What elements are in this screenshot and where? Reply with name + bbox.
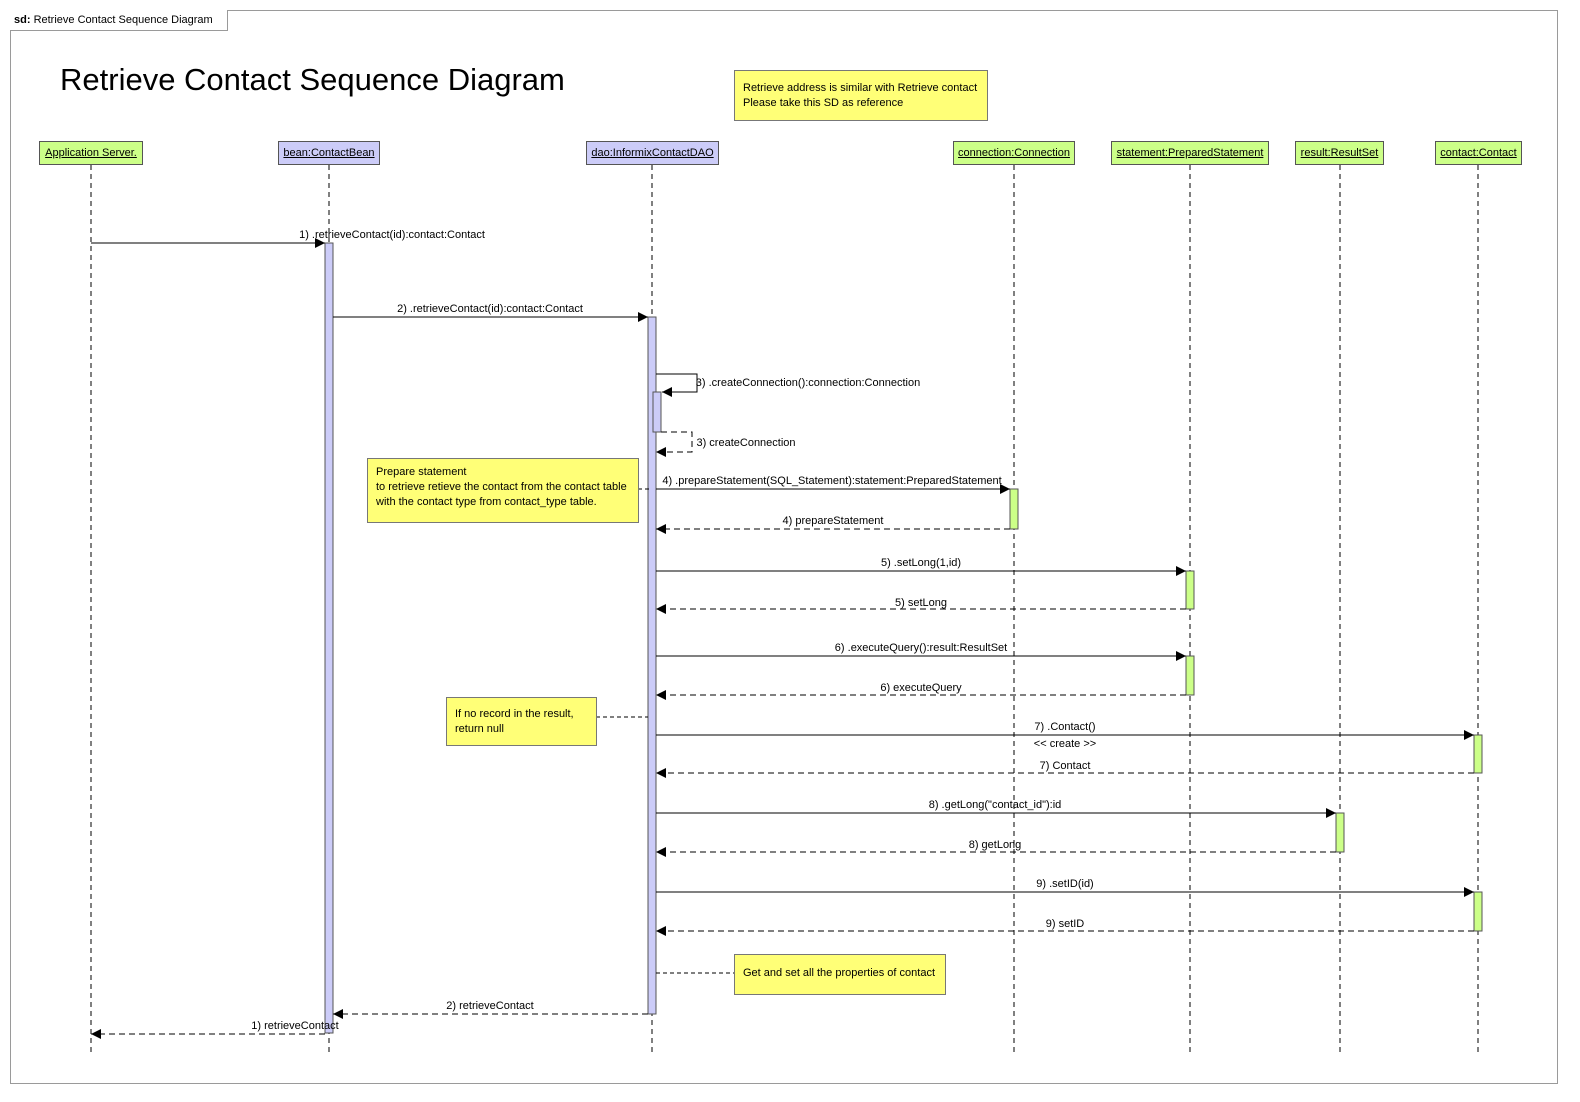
message-label-7-return: 7) Contact <box>1039 760 1091 772</box>
message-label-create: << create >> <box>1033 738 1097 750</box>
activation-dao-self <box>652 391 662 433</box>
note-connectors <box>596 488 735 974</box>
note-properties: Get and set all the properties of contac… <box>734 954 946 995</box>
message-arrows <box>91 238 1474 1039</box>
activation-contact-1 <box>1473 734 1483 774</box>
note-line: with the contact type from contact_type … <box>376 496 597 508</box>
lifeline-head-app[interactable]: Application Server. <box>39 141 143 165</box>
message-label-5: 5) .setLong(1,id) <box>880 557 962 569</box>
message-label-6: 6) .executeQuery():result:ResultSet <box>834 642 1008 654</box>
note-line: Retrieve address is similar with Retriev… <box>743 82 978 94</box>
arrow-msg-3-return <box>656 431 693 457</box>
note-line: to retrieve retieve the contact from the… <box>376 481 627 493</box>
note-line: If no record in the result, <box>455 708 574 720</box>
activation-bars <box>324 242 1483 1034</box>
activation-result <box>1335 812 1345 853</box>
activation-bean <box>324 242 334 1034</box>
lifeline-head-bean[interactable]: bean:ContactBean <box>278 141 380 165</box>
message-label-8: 8) .getLong("contact_id"):id <box>928 799 1062 811</box>
diagram-frame <box>10 10 1558 1084</box>
frame-tab: sd: Retrieve Contact Sequence Diagram <box>10 10 228 31</box>
note-line: Prepare statement <box>376 466 467 478</box>
lifeline-head-conn[interactable]: connection:Connection <box>953 141 1075 165</box>
lifeline-head-contact[interactable]: contact:Contact <box>1435 141 1522 165</box>
message-label-6-return: 6) executeQuery <box>880 682 962 694</box>
note-line: Please take this SD as reference <box>743 97 904 109</box>
activation-contact-2 <box>1473 891 1483 932</box>
activation-stmt-2 <box>1185 655 1195 696</box>
activation-stmt-1 <box>1185 570 1195 610</box>
note-line: return null <box>455 723 504 735</box>
lifeline-head-dao[interactable]: dao:InformixContactDAO <box>586 141 719 165</box>
note-prepare: Prepare statement to retrieve retieve th… <box>367 458 639 523</box>
activation-conn <box>1009 488 1019 530</box>
message-label-2: 2) .retrieveContact(id):contact:Contact <box>397 303 583 315</box>
message-label-8-return: 8) getLong <box>968 839 1022 851</box>
message-label-4: 4) .prepareStatement(SQL_Statement):stat… <box>662 475 1002 487</box>
arrow-msg-3 <box>656 373 698 397</box>
lifelines <box>90 165 1479 1055</box>
lifeline-head-result[interactable]: result:ResultSet <box>1295 141 1384 165</box>
message-label-2-return: 2) retrieveContact <box>446 1000 534 1012</box>
message-label-1-return: 1) retrieveContact <box>251 1020 339 1032</box>
activation-dao <box>647 316 657 1015</box>
message-label-9-return: 9) setID <box>1045 918 1085 930</box>
note-no-record: If no record in the result, return null <box>446 697 597 746</box>
note-line: Get and set all the properties of contac… <box>743 967 936 979</box>
message-label-3: 3) .createConnection():connection:Connec… <box>695 377 921 389</box>
note-top: Retrieve address is similar with Retriev… <box>734 70 988 121</box>
message-label-3-return: 3) createConnection <box>696 437 796 449</box>
frame-prefix: sd: <box>14 14 31 26</box>
frame-name: Retrieve Contact Sequence Diagram <box>33 14 213 26</box>
message-label-7: 7) .Contact() <box>1034 721 1096 733</box>
message-label-1: 1) .retrieveContact(id):contact:Contact <box>299 229 485 241</box>
message-label-9: 9) .setID(id) <box>1036 878 1094 890</box>
lifeline-head-stmt[interactable]: statement:PreparedStatement <box>1111 141 1269 165</box>
message-label-5-return: 5) setLong <box>895 597 947 609</box>
diagram-title: Retrieve Contact Sequence Diagram <box>60 62 565 97</box>
message-label-4-return: 4) prepareStatement <box>782 515 884 527</box>
